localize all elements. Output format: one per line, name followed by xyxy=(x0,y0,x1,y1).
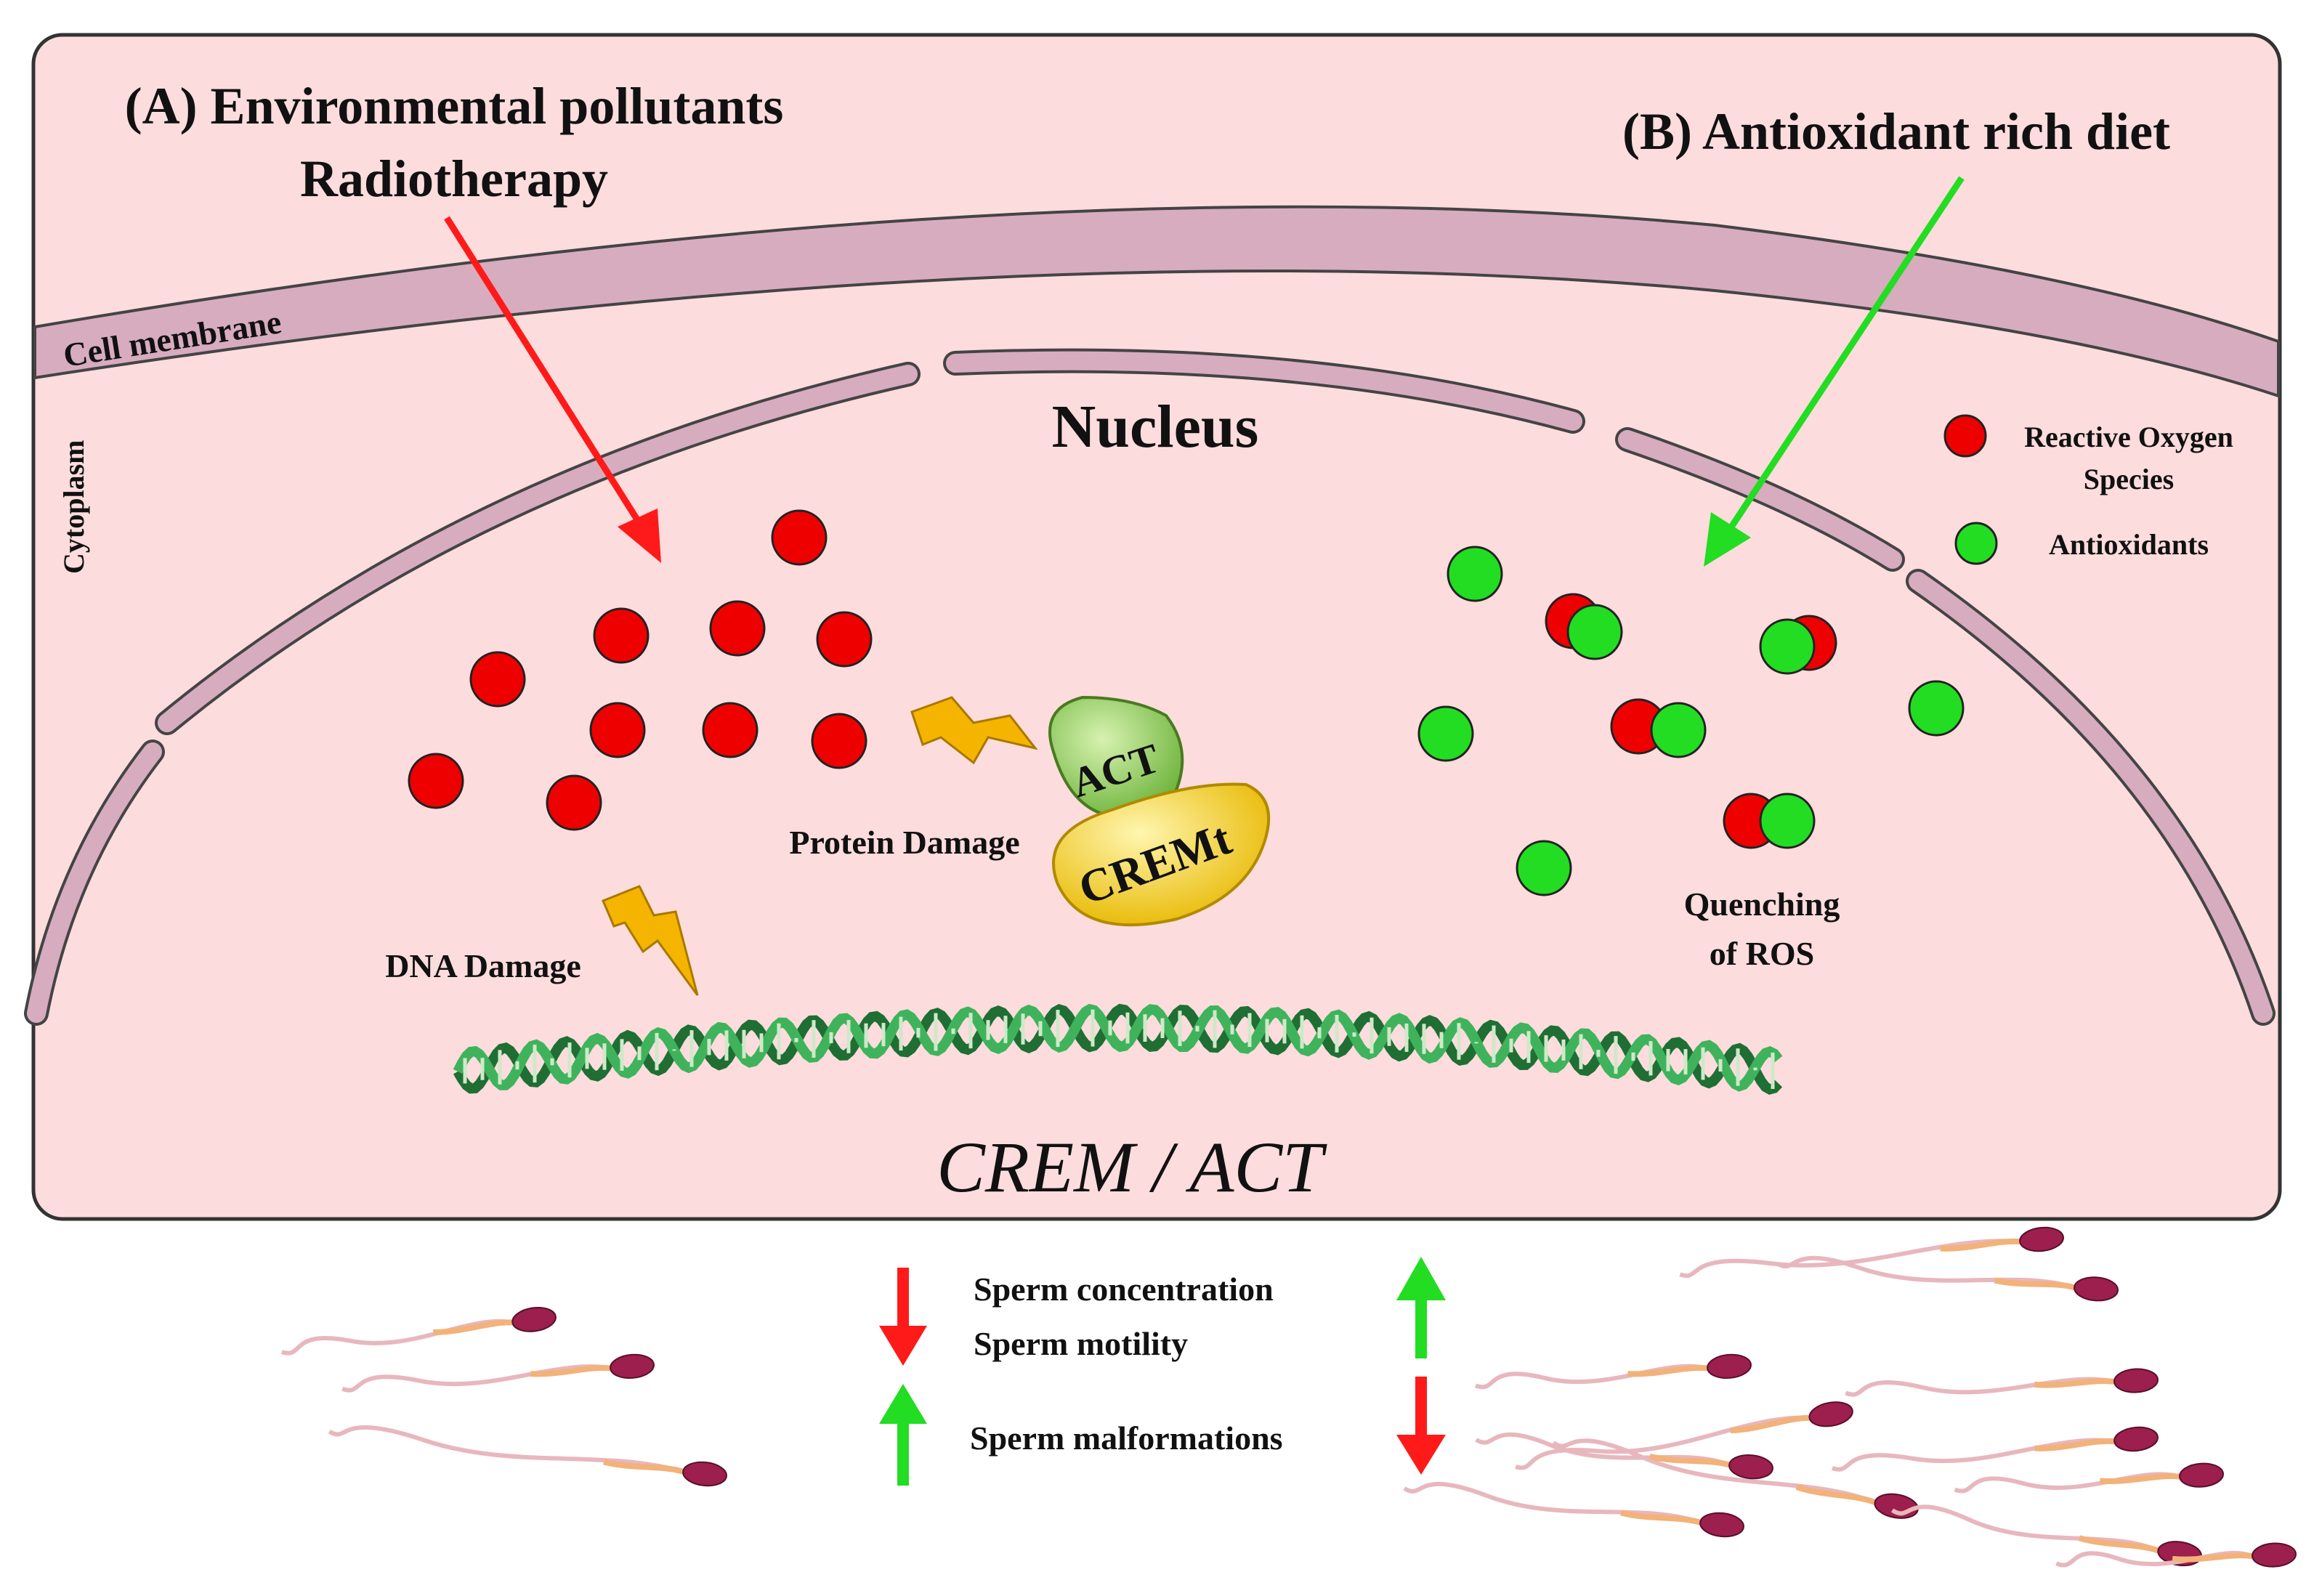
sperm-cell xyxy=(1552,1438,1919,1519)
sperm-tail xyxy=(1831,1438,2115,1472)
sperm-midpiece xyxy=(2172,1552,2253,1563)
sperm-cell xyxy=(328,1425,727,1487)
sperm-head xyxy=(682,1461,727,1487)
sperm-midpiece xyxy=(1627,1364,1708,1377)
sperm-cell xyxy=(1474,1353,1752,1390)
sperm-cell xyxy=(281,1307,557,1356)
arrow-up-green-icon xyxy=(879,1384,927,1486)
sperm-cell xyxy=(1954,1462,2224,1494)
sperm-midpiece xyxy=(1649,1454,1731,1468)
sperm-midpiece xyxy=(1940,1238,2020,1252)
sperm-tail xyxy=(1845,1377,2115,1397)
legend-ros-line2: Species xyxy=(2084,463,2174,495)
sperm-tail xyxy=(328,1425,684,1474)
sperm-head xyxy=(2019,1226,2064,1252)
nuclear-envelope xyxy=(24,348,2276,1026)
arrow-up-green-icon xyxy=(1396,1257,1446,1358)
protein-damage-label: Protein Damage xyxy=(789,824,1019,861)
dna-helix xyxy=(453,1003,1783,1095)
sperm-tail xyxy=(1515,1415,1810,1470)
legend-antioxidants-label: Antioxidants xyxy=(2049,528,2209,561)
effect-malformations: Sperm malformations xyxy=(970,1419,1283,1457)
ros-cluster xyxy=(408,509,873,831)
sperm-cell xyxy=(2055,1542,2297,1568)
sperm-tail xyxy=(1679,1239,2020,1279)
sperm-head xyxy=(2074,1276,2119,1302)
sperm-cell xyxy=(1515,1401,1853,1470)
sperm-cell xyxy=(1831,1426,2159,1472)
sperm-cell xyxy=(1403,1481,1744,1538)
lightning-protein-icon xyxy=(910,696,1038,765)
sperm-cell xyxy=(1776,1255,2119,1302)
sperm-midpiece xyxy=(530,1364,611,1377)
sperm-tail xyxy=(341,1364,611,1393)
sperm-head xyxy=(2113,1368,2159,1393)
title-a-line1: (A) Environmental pollutants xyxy=(125,77,784,135)
sperm-midpiece xyxy=(2034,1378,2115,1388)
dna-damage-label: DNA Damage xyxy=(385,947,581,984)
cremt-protein: CREMt xyxy=(1052,782,1271,927)
sperm-head xyxy=(1707,1353,1752,1380)
pollutant-arrow xyxy=(444,216,661,563)
lightning-dna-icon xyxy=(602,885,699,996)
effect-motility: Sperm motility xyxy=(974,1325,1188,1362)
legend-antioxidant-icon xyxy=(1954,522,1998,565)
sperm-head xyxy=(1808,1401,1853,1427)
sperm-midpiece xyxy=(1994,1277,2076,1291)
legend-ros-line1: Reactive Oxygen xyxy=(2024,421,2233,453)
sperm-midpiece xyxy=(2099,1473,2180,1484)
sperm-cell xyxy=(341,1353,655,1393)
sperm-tail xyxy=(1552,1438,1876,1504)
sperm-cell xyxy=(1890,1504,2202,1566)
sperm-tail xyxy=(1954,1472,2180,1494)
sperm-midpiece xyxy=(1795,1484,1877,1505)
cell-box xyxy=(31,33,2282,1221)
sperm-head xyxy=(1728,1454,1773,1480)
quenching-line1: Quenching xyxy=(1684,886,1840,923)
sperm-head xyxy=(1699,1512,1744,1538)
sperm-midpiece xyxy=(1620,1510,1702,1526)
sperm-cell xyxy=(1475,1432,1773,1480)
sperm-tail xyxy=(1475,1432,1731,1467)
sperm-midpiece xyxy=(603,1459,684,1475)
nucleus-label: Nucleus xyxy=(1052,393,1259,461)
legend-ros-icon xyxy=(1943,414,1987,458)
quenching-line2: of ROS xyxy=(1710,935,1814,972)
title-a-line2: Radiotherapy xyxy=(300,150,608,208)
cytoplasm-label: Cytoplasm xyxy=(57,440,90,574)
sperm-head xyxy=(2252,1542,2297,1568)
antioxidant-cluster xyxy=(1417,546,1965,896)
sperm-tail xyxy=(1474,1364,1708,1390)
cell-membrane xyxy=(33,205,2280,398)
sperm-midpiece xyxy=(1730,1414,1810,1434)
sperm-head xyxy=(2113,1426,2159,1452)
crem-act-label: CREM / ACT xyxy=(937,1127,1327,1207)
sperm-head xyxy=(511,1307,557,1332)
sperm-head xyxy=(1874,1493,1919,1519)
sperm-midpiece xyxy=(2034,1438,2115,1451)
antioxidant-arrow xyxy=(1704,176,1965,567)
sperm-head xyxy=(610,1353,655,1380)
dna-strand xyxy=(453,1003,1783,1095)
sperm-cell xyxy=(1845,1368,2159,1397)
arrow-down-red-icon xyxy=(879,1268,927,1366)
effects-panel: Sperm concentration Sperm motility Sperm… xyxy=(879,1257,1446,1486)
effect-concentration: Sperm concentration xyxy=(974,1271,1274,1308)
sperm-tail xyxy=(1890,1504,2159,1553)
title-b: (B) Antioxidant rich diet xyxy=(1622,102,2170,161)
sperm-tail xyxy=(281,1318,513,1356)
legend: Reactive Oxygen Species Antioxidants xyxy=(1943,414,2233,565)
sperm-tail xyxy=(1403,1481,1702,1525)
sperm-head xyxy=(2179,1462,2224,1488)
sperm-group-right xyxy=(1403,1226,2297,1568)
dna-strand xyxy=(453,1003,1783,1092)
sperm-group-left xyxy=(281,1307,727,1487)
sperm-tail xyxy=(1776,1255,2075,1290)
arrow-down-red-icon xyxy=(1396,1377,1446,1475)
act-protein: ACT xyxy=(1048,695,1184,819)
sperm-midpiece xyxy=(2078,1535,2159,1554)
sperm-midpiece xyxy=(433,1319,513,1335)
